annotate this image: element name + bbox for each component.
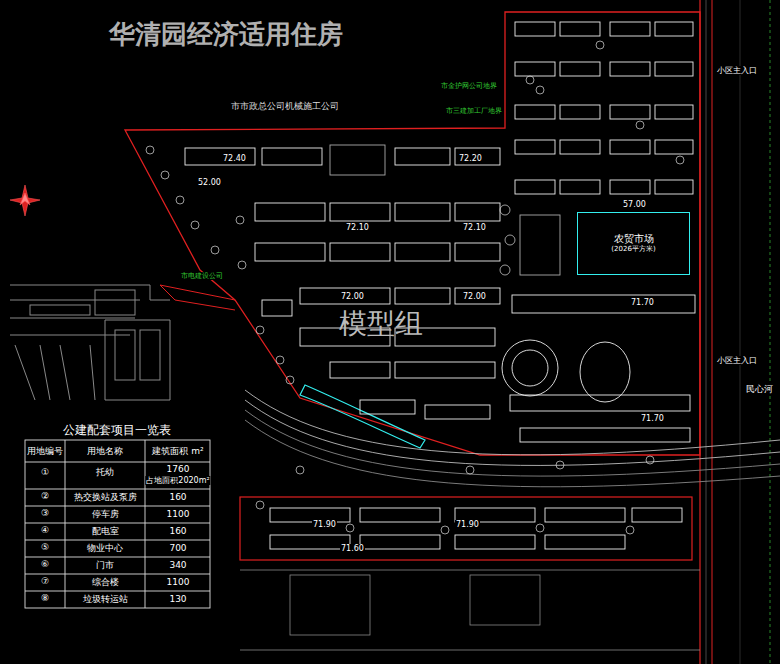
elevation-number: 71.90 xyxy=(312,520,337,529)
box-note: (2026平方米) xyxy=(611,245,655,253)
elevation-number: 57.00 xyxy=(622,200,647,209)
table-cell: ⑦ xyxy=(40,576,50,586)
table-cell: 垃圾转运站 xyxy=(82,594,129,604)
elevation-number: 72.20 xyxy=(458,154,483,163)
watermark: 模型组 xyxy=(338,308,424,340)
boundary-note: 市市政总公司机械施工公司 xyxy=(230,101,340,111)
elevation-number: 71.60 xyxy=(340,544,365,553)
table-cell: 托幼 xyxy=(95,467,115,477)
table-cell: 340 xyxy=(168,560,187,570)
elevation-number: 71.70 xyxy=(630,298,655,307)
table-cell: 占地面积2020m² xyxy=(145,476,210,485)
table-cell: 热交换站及泵房 xyxy=(73,492,138,502)
entrance-label: 小区主入口 xyxy=(716,356,758,365)
table-cell: 门市 xyxy=(95,560,115,570)
table-cell: 综合楼 xyxy=(91,577,120,587)
neighbour-label: 市电建设公司 xyxy=(180,272,224,280)
market-box: 农贸市场(2026平方米) xyxy=(577,212,690,275)
table-cell: 700 xyxy=(168,543,187,553)
table-cell: 130 xyxy=(168,594,187,604)
river-label: 民心河 xyxy=(745,384,774,394)
table-cell: 160 xyxy=(168,526,187,536)
box-heading: 农贸市场 xyxy=(614,233,654,245)
elevation-number: 72.00 xyxy=(340,292,365,301)
table-header: 公建配套项目一览表 xyxy=(62,424,172,438)
table-cell: ② xyxy=(40,491,50,501)
table-cell: 1100 xyxy=(166,577,191,587)
elevation-number: 72.00 xyxy=(462,292,487,301)
table-cell: ① xyxy=(40,467,50,477)
elevation-number: 72.10 xyxy=(462,223,487,232)
table-header: 用地编号 xyxy=(26,446,64,456)
table-cell: 1760 xyxy=(166,464,191,474)
table-cell: ⑥ xyxy=(40,559,50,569)
table-cell: ④ xyxy=(40,525,50,535)
plan-title: 华清园经济适用住房 xyxy=(108,20,344,50)
table-header: 用地名称 xyxy=(86,446,124,456)
table-cell: ⑤ xyxy=(40,542,50,552)
table-cell: ③ xyxy=(40,508,50,518)
elevation-number: 72.10 xyxy=(345,223,370,232)
table-cell: 配电室 xyxy=(91,526,120,536)
boundary-note: 市金护网公司地界 xyxy=(440,82,498,90)
elevation-number: 71.90 xyxy=(455,520,480,529)
elevation-number: 72.40 xyxy=(222,154,247,163)
elevation-number: 71.70 xyxy=(640,414,665,423)
table-cell: 停车房 xyxy=(91,509,120,519)
boundary-note: 市三建加工厂地界 xyxy=(445,107,503,115)
entrance-label: 小区主入口 xyxy=(716,66,758,75)
table-cell: 1100 xyxy=(166,509,191,519)
table-cell: 160 xyxy=(168,492,187,502)
table-cell: 物业中心 xyxy=(86,543,124,553)
elevation-number: 52.00 xyxy=(197,178,222,187)
table-header: 建筑面积 m² xyxy=(151,446,204,456)
table-cell: ⑧ xyxy=(40,593,50,603)
